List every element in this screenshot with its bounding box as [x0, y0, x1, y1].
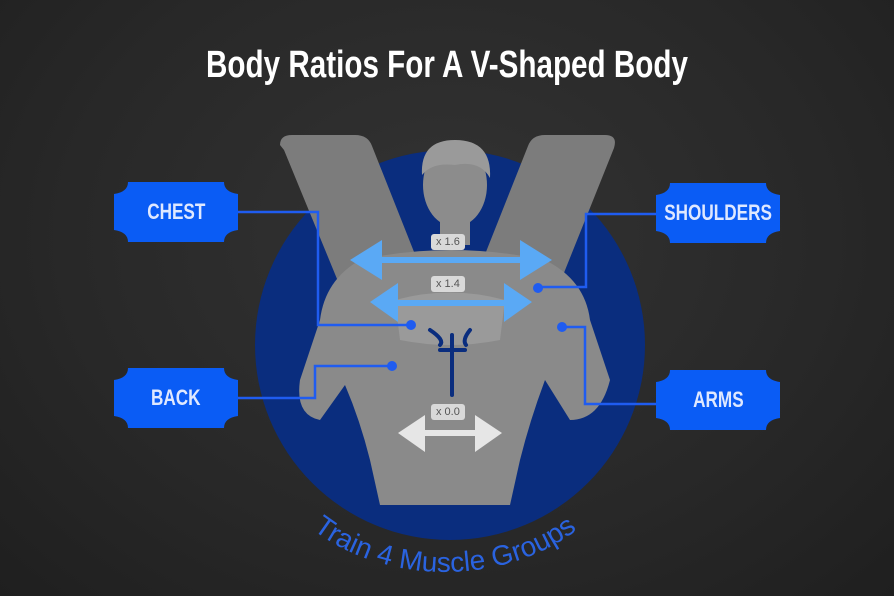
waist-width-arrow: [398, 415, 502, 452]
connector-dots: [387, 283, 567, 371]
chest-width-arrow: [370, 283, 532, 322]
chest-label: CHEST: [114, 182, 238, 242]
shoulder-width-arrow: [350, 240, 552, 280]
page-title: Body Ratios For A V-Shaped Body: [206, 44, 688, 86]
shoulder-ratio-badge: x 1.6: [431, 234, 465, 250]
waist-ratio-badge: x 0.0: [431, 404, 465, 420]
shoulders-label: SHOULDERS: [656, 183, 780, 243]
back-label: BACK: [114, 368, 238, 428]
chest-ratio-badge: x 1.4: [431, 276, 465, 292]
connector-lines: [238, 210, 656, 406]
abs-lines: [428, 328, 472, 397]
arms-label: ARMS: [656, 370, 780, 430]
